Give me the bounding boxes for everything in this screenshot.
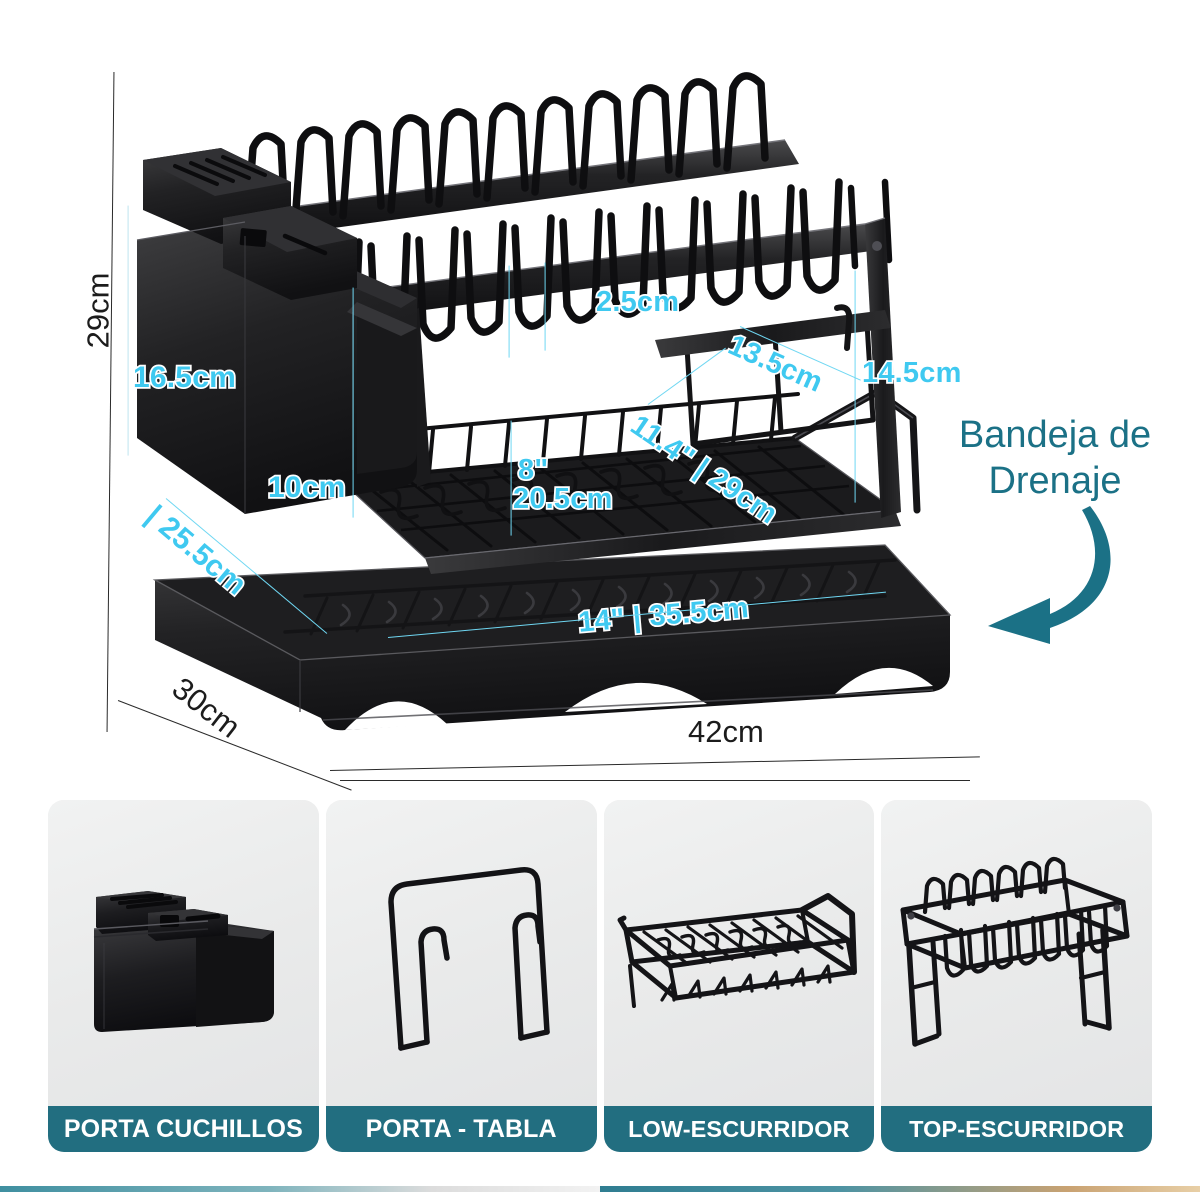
dimension-knife-holder-height: 16.5cm	[131, 360, 237, 394]
callout-drainage-tray-label: Bandeja de Drenaje	[958, 414, 1152, 503]
dimension-base-width: 42cm	[688, 714, 764, 749]
guide-line-base-front	[329, 756, 980, 772]
card-low-escurridor[interactable]: LOW-ESCURRIDOR	[603, 800, 875, 1152]
peek-right	[600, 1186, 1200, 1192]
card-label-porta-tabla: PORTA - TABLA	[325, 1106, 597, 1152]
measure-line-20-5	[510, 420, 512, 536]
dimension-basket-inner-cm: 20.5cm	[511, 482, 614, 516]
dimension-knife-holder-depth: 10cm	[266, 470, 347, 504]
callout-arrow-icon	[988, 506, 1111, 644]
card-image-porta-cuchillos	[48, 800, 319, 1106]
dimension-height-total: 29cm	[80, 272, 116, 349]
guide-line-width	[340, 780, 970, 782]
card-image-porta-tabla	[325, 800, 597, 1106]
board-holder-icon	[388, 866, 550, 1051]
measure-line-14-5	[854, 270, 856, 503]
next-image-peek-strip	[0, 1186, 1200, 1192]
measure-line-2-5-a	[508, 265, 510, 358]
drainage-tray	[152, 544, 952, 731]
dish-rack-illustration	[136, 72, 952, 731]
lower-rack-icon	[617, 893, 857, 1008]
card-label-low-escurridor: LOW-ESCURRIDOR	[603, 1106, 875, 1152]
back-panel-rail	[655, 310, 891, 358]
knife-holder-icon	[93, 890, 274, 1032]
dimension-basket-inner-inches: 8"	[516, 453, 550, 487]
knife-holder-caddy	[136, 148, 417, 514]
hero-product-diagram: 29cm 16.5cm 10cm | 25.5cm 2.5cm 13.5cm 1…	[80, 72, 1152, 791]
upper-rack-icon	[900, 856, 1130, 1047]
card-porta-cuchillos[interactable]: PORTA CUCHILLOS	[48, 800, 319, 1152]
measure-line-16-5	[127, 205, 129, 456]
card-image-low-escurridor	[603, 800, 875, 1106]
peek-left	[0, 1186, 600, 1192]
component-card-strip: PORTA CUCHILLOS PORTA - TABLA	[0, 800, 1200, 1152]
panel-hook	[834, 304, 853, 351]
dimension-side-rail-height: 14.5cm	[860, 356, 963, 390]
measure-line-2-5-b	[544, 262, 546, 351]
card-porta-tabla[interactable]: PORTA - TABLA	[325, 800, 597, 1152]
card-top-escurridor[interactable]: TOP-ESCURRIDOR	[881, 800, 1152, 1152]
card-image-top-escurridor	[881, 800, 1152, 1106]
measure-line-10	[352, 287, 354, 518]
dimension-top-rack-slot: 2.5cm	[594, 285, 681, 319]
card-label-porta-cuchillos: PORTA CUCHILLOS	[48, 1106, 319, 1152]
card-label-top-escurridor: TOP-ESCURRIDOR	[881, 1106, 1152, 1152]
